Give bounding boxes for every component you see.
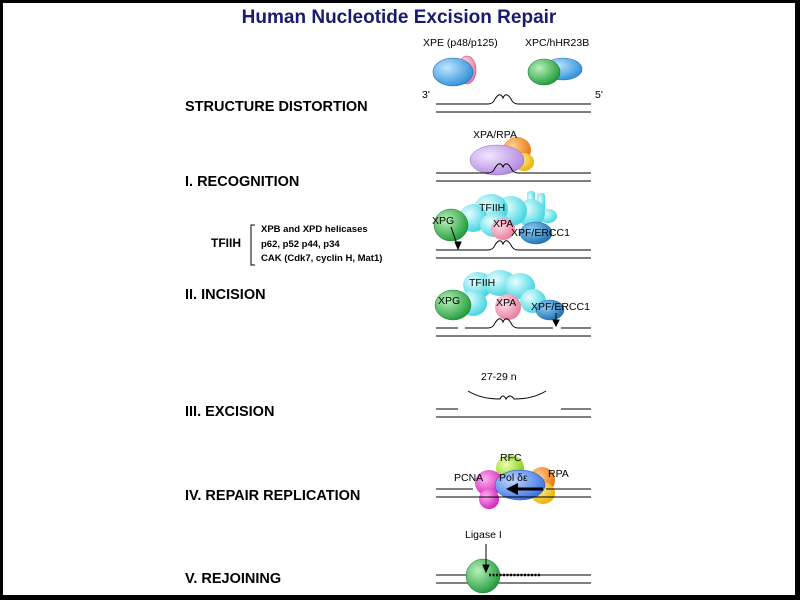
step-recognition: I. RECOGNITION <box>185 174 300 190</box>
dna-tfiih <box>436 240 591 259</box>
ligase-i <box>465 558 501 594</box>
tfiih-subunit-helicases: XPB and XPD helicases <box>261 224 368 235</box>
dna-recognition <box>436 163 591 182</box>
slide: Human Nucleotide Excision Repair STRUCTU… <box>3 3 795 595</box>
label-ligase: Ligase I <box>465 529 502 541</box>
label-5-prime: 5' <box>595 89 603 101</box>
label-xpf-2: XPF/ERCC1 <box>531 301 590 313</box>
label-xpg-1: XPG <box>432 215 455 227</box>
dna-excision <box>436 408 591 418</box>
label-tfiih-2: TFIIH <box>469 277 496 289</box>
label-tfiih-1: TFIIH <box>479 202 506 214</box>
page-title: Human Nucleotide Excision Repair <box>241 7 557 28</box>
label-pol: Pol δε <box>499 472 528 484</box>
label-rpa: RPA <box>548 468 569 480</box>
label-xpf-1: XPF/ERCC1 <box>511 227 570 239</box>
tfiih-subunit-core: p62, p52 p44, p34 <box>261 239 340 250</box>
dna-distorted <box>436 94 591 113</box>
label-xpg-2: XPG <box>438 295 461 307</box>
xpe-complex <box>432 55 477 87</box>
label-xpc: XPC/hHR23B <box>525 37 590 49</box>
step-structure-distortion: STRUCTURE DISTORTION <box>185 99 368 115</box>
tfiih-bracket <box>250 224 255 266</box>
replication-complex <box>475 455 555 509</box>
dna-replication <box>436 488 591 498</box>
label-pcna: PCNA <box>454 472 484 484</box>
tfiih-assembly-1 <box>433 191 557 245</box>
step-incision: II. INCISION <box>185 287 266 303</box>
label-rfc: RFC <box>500 452 522 464</box>
step-excision: III. EXCISION <box>185 404 275 420</box>
xpc-complex <box>527 57 583 86</box>
tfiih-subunit-cak: CAK (Cdk7, cyclin H, Mat1) <box>261 253 383 264</box>
step-rejoining: V. REJOINING <box>185 571 282 587</box>
synthesis-arrow <box>506 483 543 495</box>
label-xpa-1: XPA <box>493 218 514 230</box>
label-xpa-rpa: XPA/RPA <box>473 129 517 141</box>
excised-oligo <box>467 390 547 400</box>
pathway-diagram <box>250 55 591 594</box>
tfiih-assembly-2 <box>434 270 565 321</box>
label-oligo-length: 27-29 n <box>481 371 517 383</box>
xpf-cut-arrow <box>552 313 560 328</box>
xpg-arrow-1 <box>450 226 462 251</box>
dna-incision <box>436 318 591 337</box>
step-repair-replication: IV. REPAIR REPLICATION <box>185 488 361 504</box>
ligase-arrow <box>482 544 490 574</box>
label-3-prime: 3' <box>422 89 430 101</box>
tfiih-box-label: TFIIH <box>211 236 241 250</box>
label-xpa-2: XPA <box>496 297 517 309</box>
xpa-rpa-complex <box>469 137 534 176</box>
label-xpe: XPE (p48/p125) <box>423 37 498 49</box>
